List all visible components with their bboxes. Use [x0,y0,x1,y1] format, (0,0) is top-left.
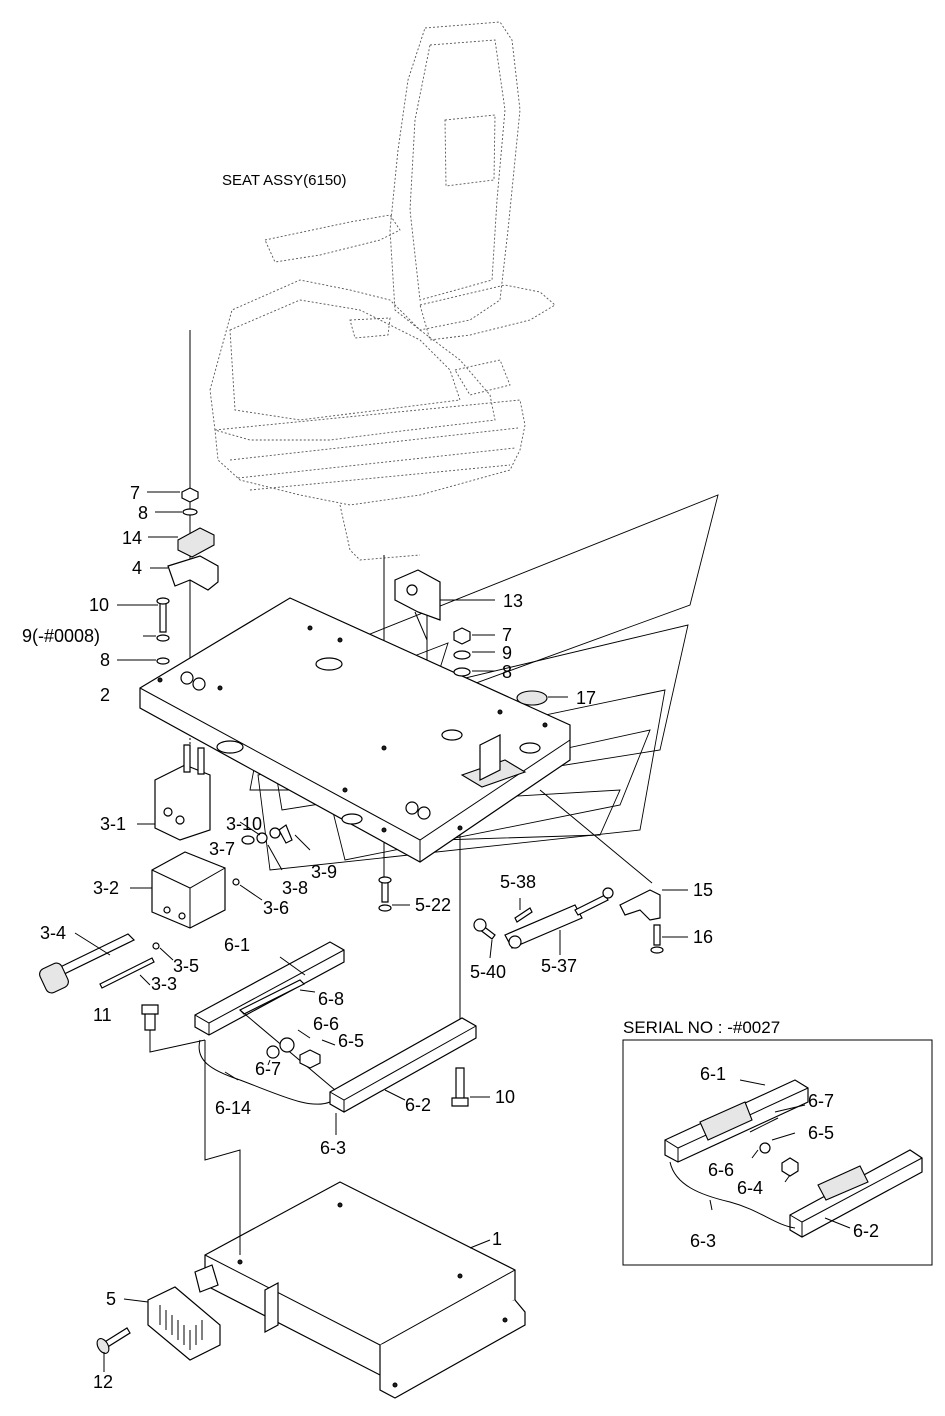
label-2: 2 [100,685,110,705]
seat-assy-title: SEAT ASSY(6150) [222,172,347,189]
lever-assembly [39,744,311,994]
label-3-4: 3-4 [40,923,66,943]
label-3-5: 3-5 [173,956,199,976]
label-10: 10 [495,1087,515,1107]
vent-cover [96,1286,221,1372]
label-5: 5 [106,1289,116,1309]
label-15: 15 [693,880,713,900]
label-3-7: 3-7 [209,839,235,859]
left-hardware-stack [117,487,219,665]
label-8: 8 [502,662,512,682]
label-3-10: 3-10 [226,814,262,834]
label-4: 4 [132,558,142,578]
seat-assembly-outline [209,21,556,561]
label-5-38: 5-38 [500,872,536,892]
label-6-7: 6-7 [255,1059,281,1079]
label-3-9: 3-9 [311,862,337,882]
label-16: 16 [693,927,713,947]
label-3-6: 3-6 [263,898,289,918]
label-6-6: 6-6 [313,1014,339,1034]
label-10: 10 [89,595,109,615]
label-11: 11 [93,1005,112,1025]
base-plate [194,1040,526,1399]
label-6-5: 6-5 [338,1031,364,1051]
label-3-1: 3-1 [100,814,126,834]
label-6-8: 6-8 [318,989,344,1009]
serial-label-6-6: 6-6 [708,1160,734,1180]
label-6-1: 6-1 [224,935,250,955]
label-8: 8 [138,503,148,523]
label-6-14: 6-14 [215,1098,251,1118]
label-5-22: 5-22 [415,895,451,915]
gas-spring-assembly [378,789,688,959]
label-3-8: 3-8 [282,878,308,898]
serial-note: SERIAL NO : -#0027 [623,1018,780,1037]
serial-label-6-7: 6-7 [808,1091,834,1111]
label-13: 13 [503,591,523,611]
serial-label-6-3: 6-3 [690,1231,716,1251]
label-7: 7 [502,625,512,645]
label-3-2: 3-2 [93,878,119,898]
label-9: 9 [502,643,512,663]
label-6-2: 6-2 [405,1095,431,1115]
label-14: 14 [122,528,142,548]
label-1: 1 [492,1229,502,1249]
label-3-3: 3-3 [151,974,177,994]
label-5-37: 5-37 [541,956,577,976]
label-8: 8 [100,650,110,670]
seat-plate [139,597,571,863]
serial-inset-box [622,1039,933,1266]
part-labels: 7 8 14 4 10 9(-#0008) 8 2 13 7 9 8 17 3-… [22,483,879,1392]
label-12: 12 [93,1372,113,1392]
serial-label-6-4: 6-4 [737,1178,763,1198]
label-9-serial: 9(-#0008) [22,626,100,646]
serial-label-6-5: 6-5 [808,1123,834,1143]
label-17: 17 [576,688,596,708]
right-hardware [394,569,568,706]
serial-label-6-1: 6-1 [700,1064,726,1084]
label-6-3: 6-3 [320,1138,346,1158]
label-7: 7 [130,483,140,503]
serial-label-6-2: 6-2 [853,1221,879,1241]
label-5-40: 5-40 [470,962,506,982]
slide-rails [141,941,490,1135]
